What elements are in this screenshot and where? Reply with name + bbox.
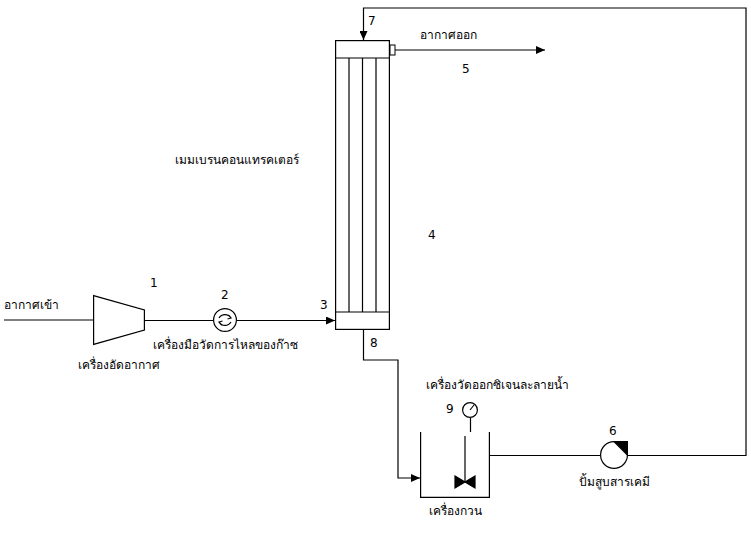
compressor-shape: [93, 295, 145, 345]
callout-number: 5: [462, 62, 470, 76]
component-label: เครื่องกวน: [429, 504, 482, 518]
callout-number: 6: [609, 424, 617, 438]
component-label: เครื่องมือวัดการไหลของก๊าซ: [153, 338, 298, 352]
component-label: เครื่องวัดออกซิเจนละลายน้ำ: [426, 378, 569, 392]
flow-label: อากาศเข้า: [4, 298, 59, 312]
pipe-connector: [364, 330, 421, 478]
callout-number: 1: [150, 276, 158, 290]
stirred-tank: เครื่องกวน: [420, 432, 490, 498]
callout-number: 2: [221, 288, 229, 302]
callout-number: 3: [320, 298, 328, 312]
tank-shape: [420, 432, 490, 498]
pipe-connector: [470, 418, 471, 432]
membrane-contactor: เมมเบรนคอนแทรคเตอร์: [335, 40, 390, 330]
pump-shape: [600, 441, 628, 469]
gas-flow-meter: เครื่องมือวัดการไหลของก๊าซ: [213, 308, 237, 332]
pipe-connector: [145, 320, 213, 321]
pipe-connector: [237, 320, 335, 321]
membrane-shape: [335, 40, 390, 330]
meter-shape: [462, 402, 478, 418]
callout-number: 9: [446, 402, 454, 416]
flow-label: อากาศออก: [420, 28, 477, 42]
air-compressor: เครื่องอัดอากาศ: [93, 295, 145, 345]
component-label: เครื่องอัดอากาศ: [78, 358, 160, 372]
component-label: ปั้มสูบสารเคมี: [579, 475, 650, 489]
do-meter: เครื่องวัดออกซิเจนละลายน้ำ: [462, 402, 478, 418]
callout-number: 7: [368, 14, 376, 28]
air-outlet-port: [390, 45, 395, 55]
pipe-connector: [364, 8, 747, 456]
air-outlet-arrow: [395, 49, 545, 50]
flowmeter-shape: [213, 308, 237, 332]
component-label: เมมเบรนคอนแทรคเตอร์: [175, 153, 299, 167]
callout-number: 8: [370, 336, 378, 350]
air-inlet-line: [4, 319, 93, 320]
callout-number: 4: [428, 228, 436, 242]
pipe-connector: [490, 455, 600, 456]
chemical-pump: ปั้มสูบสารเคมี: [600, 441, 628, 469]
